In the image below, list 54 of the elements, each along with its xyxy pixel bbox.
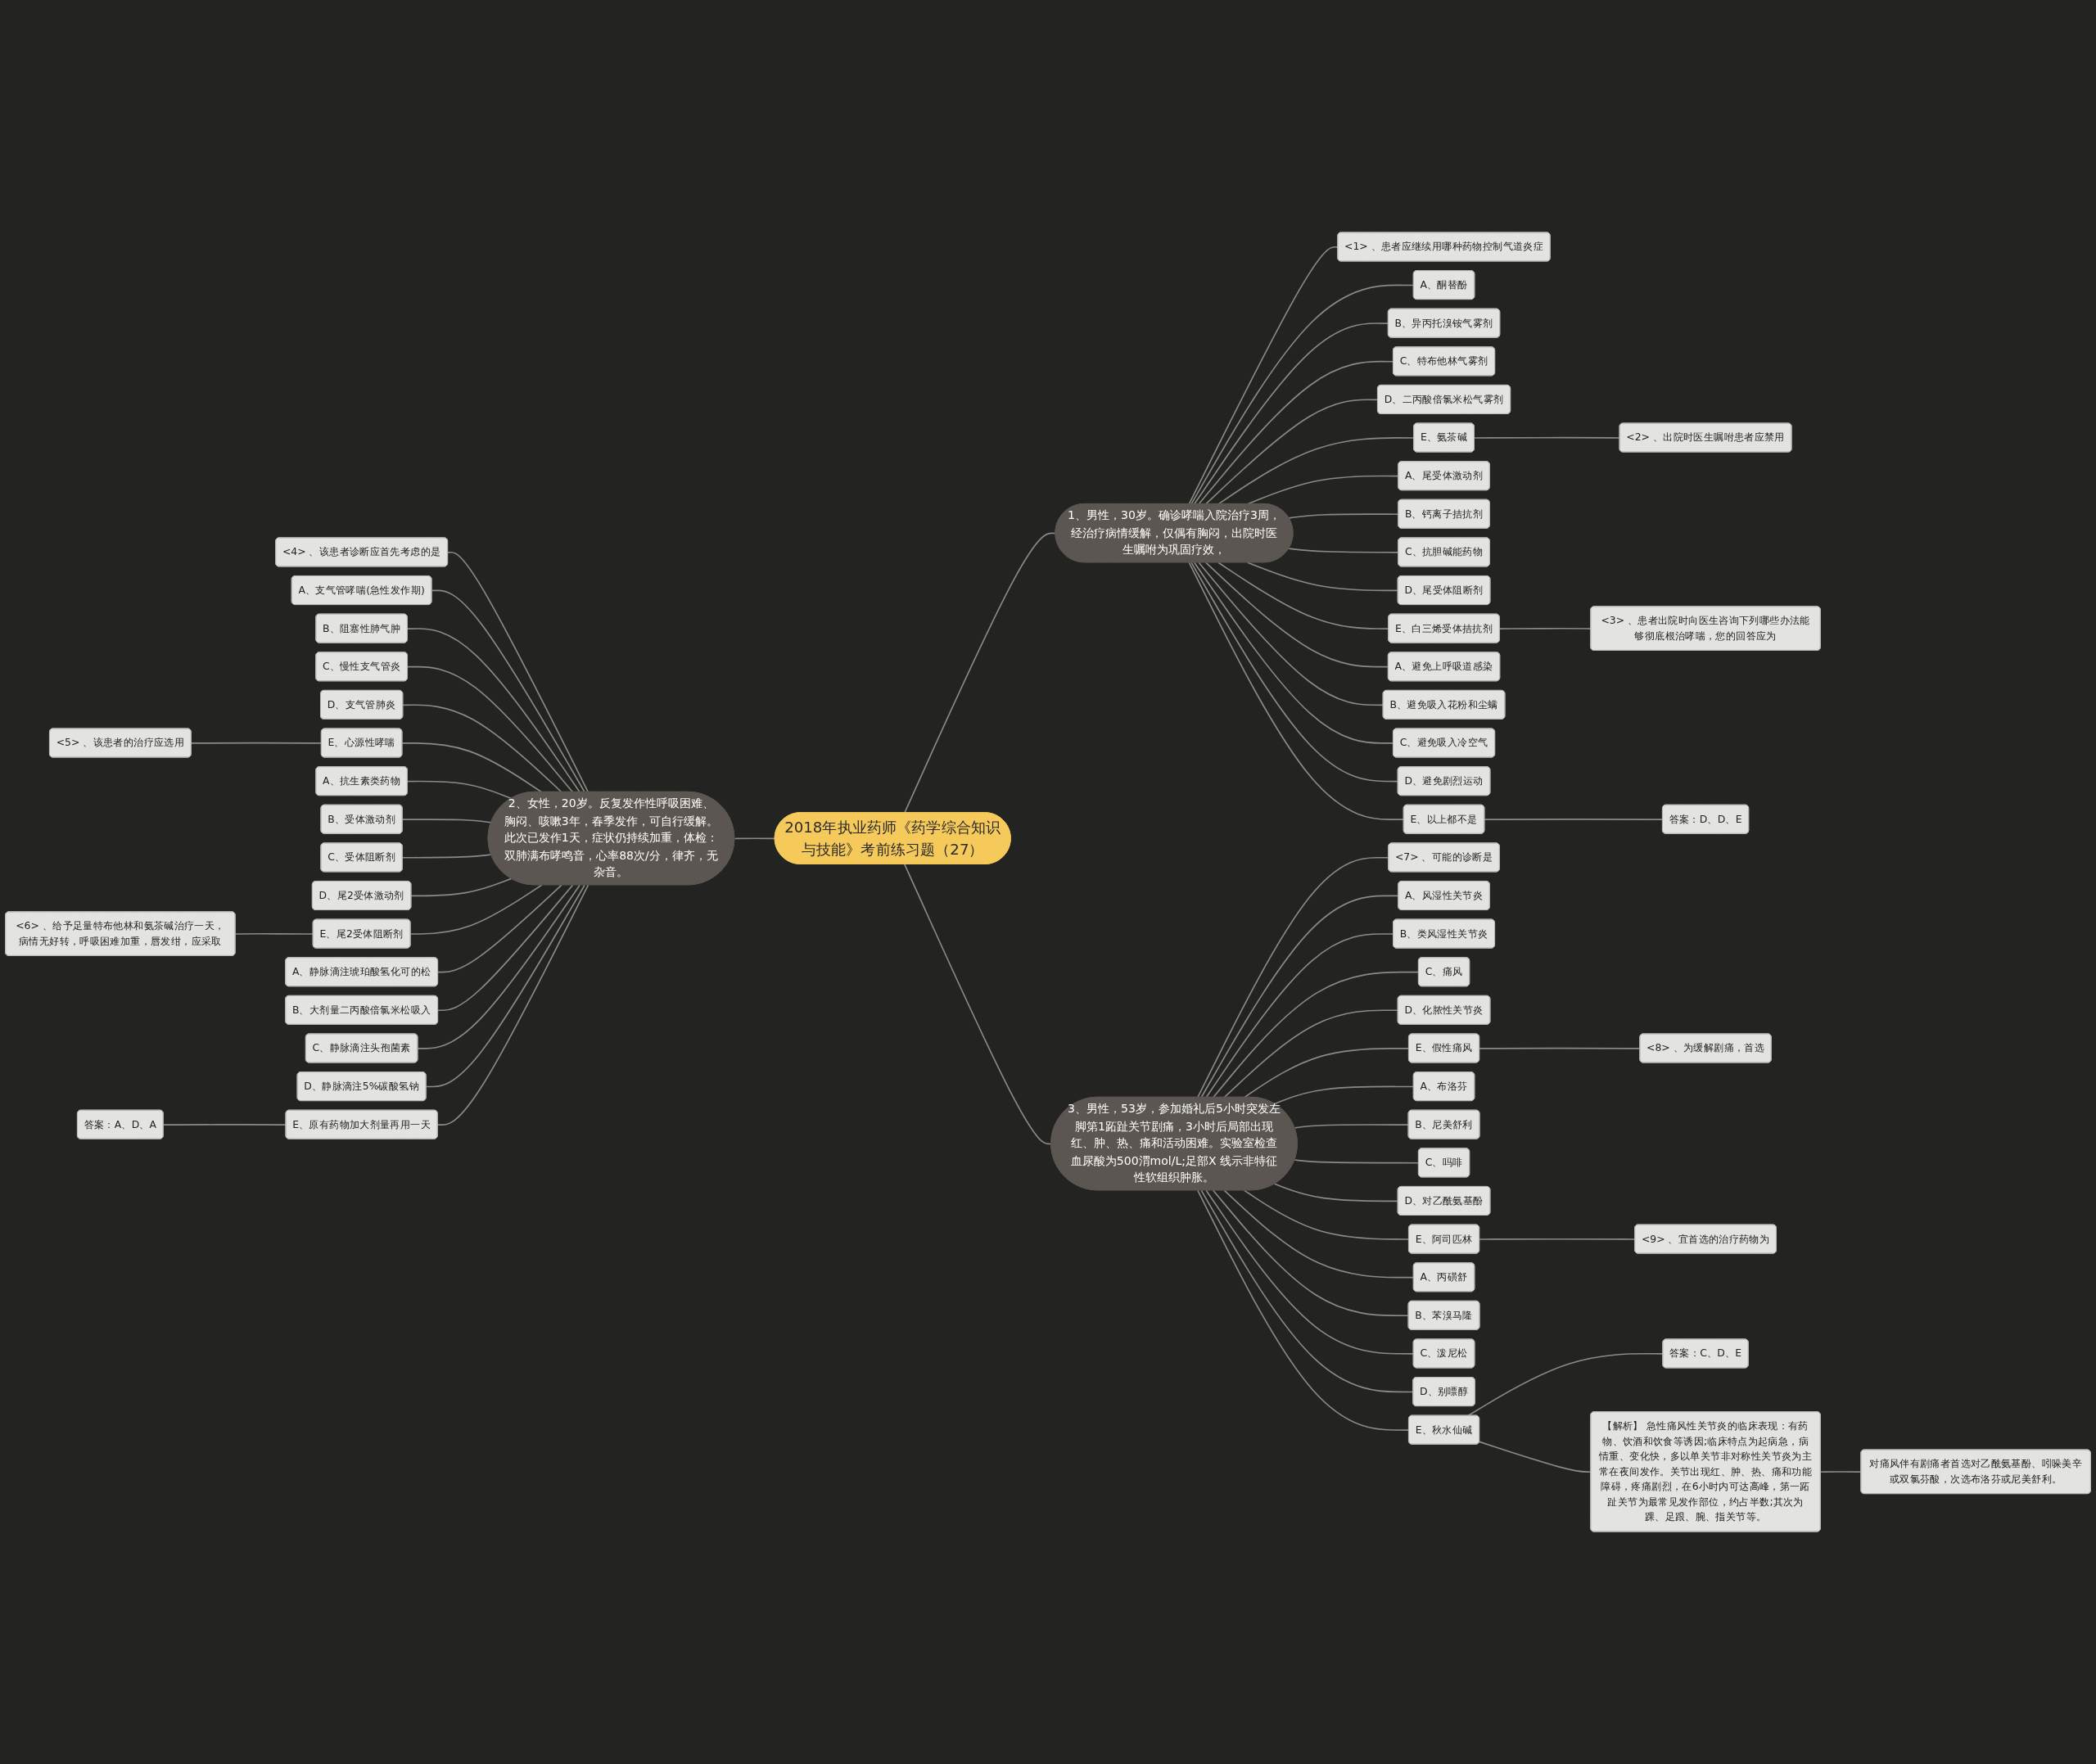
- connector: [1198, 562, 1385, 706]
- connector: [1200, 1189, 1414, 1393]
- connector: [1479, 1238, 1636, 1240]
- connector: [190, 742, 323, 744]
- connector: [1217, 437, 1415, 505]
- connector: [1288, 513, 1399, 519]
- connector: [1190, 284, 1415, 505]
- connector: [1204, 399, 1379, 505]
- connector: [1198, 360, 1394, 505]
- connector: [162, 1124, 287, 1126]
- connector: [1193, 562, 1394, 744]
- connector: [1474, 436, 1621, 439]
- connector: [1243, 1048, 1410, 1099]
- connector: [1197, 856, 1389, 1099]
- connector: [1294, 1124, 1410, 1129]
- connector: [402, 704, 562, 793]
- connector: [437, 884, 574, 1012]
- connector: [1246, 562, 1399, 592]
- connector: [1217, 562, 1389, 629]
- connector: [1273, 1085, 1415, 1105]
- connector: [431, 589, 585, 793]
- connector: [234, 932, 314, 935]
- connector: [1193, 323, 1389, 505]
- connector: [436, 884, 590, 1126]
- connector: [1205, 1189, 1415, 1355]
- connector: [417, 884, 580, 1049]
- connector: [425, 884, 585, 1088]
- connector: [1212, 1189, 1410, 1317]
- connector: [1484, 819, 1664, 820]
- connector: [1200, 895, 1399, 1099]
- connector: [447, 551, 590, 793]
- connector: [1223, 1189, 1415, 1279]
- connector: [1288, 548, 1399, 553]
- connector: [409, 884, 543, 935]
- connector: [1273, 1183, 1399, 1202]
- connector: [904, 864, 1052, 1145]
- connector: [1197, 1189, 1410, 1431]
- connector: [407, 628, 580, 793]
- connector: [437, 884, 562, 973]
- connector: [401, 819, 492, 823]
- connector: [1188, 562, 1405, 820]
- connector: [1212, 971, 1420, 1099]
- connector: [1190, 562, 1399, 783]
- connector: [1223, 1009, 1399, 1099]
- connector: [407, 665, 574, 793]
- connector: [410, 877, 513, 897]
- connector: [401, 854, 492, 859]
- connector: [1204, 562, 1389, 668]
- connector: [734, 837, 776, 840]
- connector: [401, 742, 543, 793]
- connector: [1294, 1159, 1420, 1164]
- connector: [1243, 1189, 1410, 1240]
- connector: [1205, 933, 1394, 1099]
- connector: [407, 780, 513, 800]
